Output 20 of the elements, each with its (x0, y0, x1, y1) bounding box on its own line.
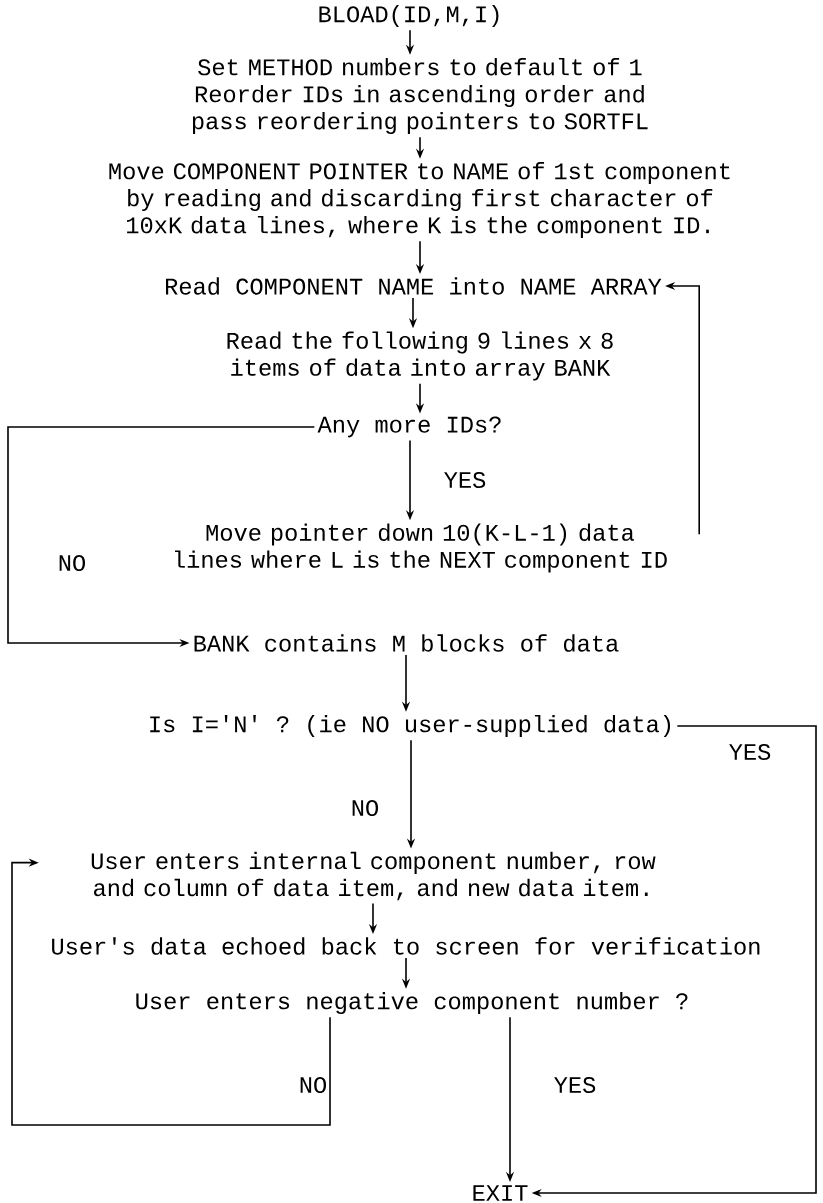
step-text: User's data echoed back to screen for verification (52, 937, 760, 955)
step-text: Move COMPONENT POINTER to NAME of 1st component by reading and discarding first character of 10xK data lines, where K is the component ID. (109, 161, 730, 239)
step-text: User enters negative component number ? (136, 991, 688, 1015)
step-text: Set METHOD numbers to default of 1 Reorder IDs in ascending order and pass reordering pointers to SORTFL (192, 57, 648, 135)
arrow (11, 858, 331, 1126)
step-text: Any more IDs? (317, 416, 501, 438)
step-text: Read the following 9 lines x 8 items of data into array BANK (227, 331, 613, 381)
step-text: Move pointer down 10(K-L-1) data lines where L is the NEXT component ID (175, 523, 667, 573)
step-text: User enters internal component number, row and column of data item, and new data item. (91, 851, 656, 901)
step-text: BLOAD(ID,M,I) (319, 4, 499, 28)
step-text: Read COMPONENT NAME into NAME ARRAY (166, 277, 662, 295)
step-text: EXIT (473, 1185, 528, 1201)
edge-label: NO (297, 1075, 329, 1095)
edge-label: NO (56, 553, 88, 573)
step-text: Is I='N' ? (ie NO user-supplied data) (150, 714, 671, 738)
edge-label: YES (727, 742, 773, 762)
edge-label: YES (442, 470, 488, 490)
step-text: BANK contains M blocks of data (194, 634, 619, 652)
edge-label: YES (552, 1075, 598, 1095)
edge-label: NO (349, 798, 381, 818)
